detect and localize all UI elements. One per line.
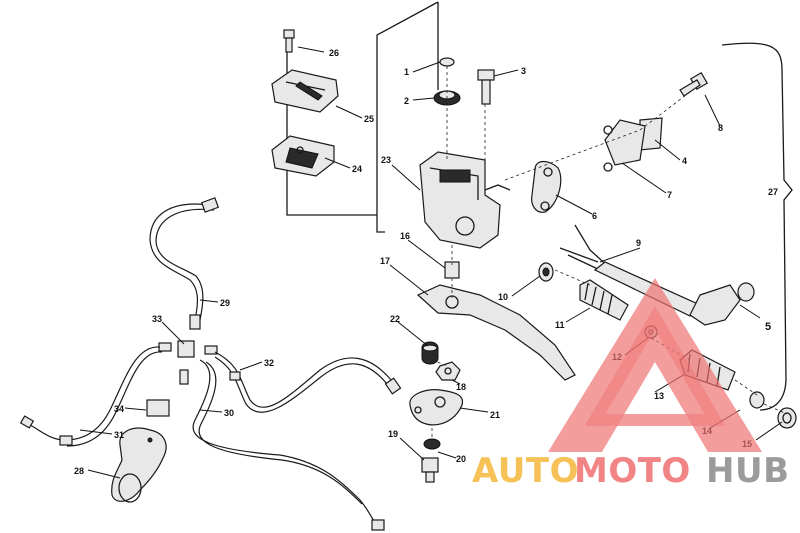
clamp-6 — [531, 160, 562, 213]
bar-end-cap-15 — [777, 407, 797, 429]
label-22: 22 — [390, 314, 400, 324]
washer-20 — [423, 438, 441, 450]
switch-7 — [603, 119, 646, 172]
bolt-26 — [283, 29, 295, 53]
label-2: 2 — [404, 96, 409, 106]
label-5: 5 — [765, 321, 771, 333]
part-labels: 26 1 2 3 8 4 7 6 25 24 23 16 17 9 10 11 … — [74, 48, 778, 476]
caliper-boot-28 — [111, 427, 167, 503]
label-25: 25 — [364, 114, 374, 124]
brake-hose-32 — [214, 351, 402, 413]
label-27: 27 — [768, 187, 778, 197]
brake-hose-30 — [192, 359, 385, 531]
label-30: 30 — [224, 408, 234, 418]
label-3: 3 — [521, 66, 526, 76]
grip-11 — [579, 279, 629, 321]
washer-1 — [439, 57, 455, 67]
label-29: 29 — [220, 298, 230, 308]
watermark-auto: AUTO — [472, 451, 579, 491]
brake-hose-31 — [19, 346, 163, 447]
bolt-19 — [421, 457, 439, 483]
label-1: 1 — [404, 67, 409, 77]
tee-fitting-33 — [158, 340, 218, 385]
reservoir-cover-25 — [271, 69, 339, 113]
spring-22 — [421, 341, 439, 365]
label-13: 13 — [654, 391, 664, 401]
label-33: 33 — [152, 314, 162, 324]
label-20: 20 — [456, 454, 466, 464]
bar-end-plug-14 — [749, 391, 765, 409]
wire-harness-9 — [559, 224, 611, 271]
cam-21 — [409, 389, 464, 426]
watermark-triangle-inner — [584, 306, 726, 426]
bracket-27 — [721, 42, 793, 411]
group-bracket-lines — [286, 1, 439, 233]
watermark-moto: MOTO — [574, 451, 691, 491]
label-23: 23 — [381, 155, 391, 165]
grommet-10 — [538, 262, 554, 282]
label-10: 10 — [498, 292, 508, 302]
label-7: 7 — [667, 190, 672, 200]
label-26: 26 — [329, 48, 339, 58]
label-34: 34 — [114, 404, 124, 414]
watermark-hub: HUB — [706, 451, 789, 491]
bolt-8 — [679, 71, 709, 97]
bolt-3 — [477, 69, 495, 105]
label-19: 19 — [388, 429, 398, 439]
label-17: 17 — [380, 256, 390, 266]
label-6: 6 — [592, 211, 597, 221]
label-24: 24 — [352, 164, 362, 174]
watermark-logo: AUTO MOTO HUB — [472, 278, 789, 491]
master-cylinder-23 — [419, 151, 511, 249]
label-11: 11 — [555, 320, 565, 330]
label-9: 9 — [636, 238, 641, 248]
label-28: 28 — [74, 466, 84, 476]
label-21: 21 — [490, 410, 500, 420]
label-32: 32 — [264, 358, 274, 368]
brake-hose-29 — [149, 197, 220, 330]
label-31: 31 — [114, 430, 124, 440]
diaphragm-24 — [271, 135, 335, 177]
label-4: 4 — [682, 156, 687, 166]
nut-18 — [435, 361, 461, 381]
label-16: 16 — [400, 231, 410, 241]
label-8: 8 — [718, 123, 723, 133]
label-18: 18 — [456, 382, 466, 392]
throttle-housing-5 — [689, 282, 755, 326]
clip-34 — [146, 399, 170, 417]
